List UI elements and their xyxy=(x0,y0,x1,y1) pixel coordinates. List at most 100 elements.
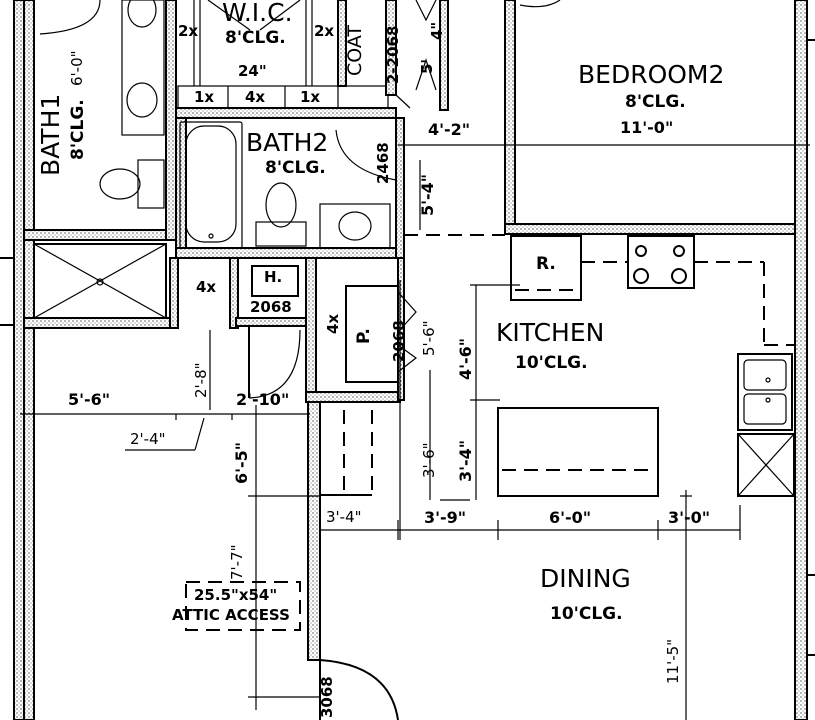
dimension-label: 11'-5" xyxy=(664,638,682,684)
dimension-bedroom2: 11'-0" xyxy=(620,118,674,137)
attic-label: ATTIC ACCESS xyxy=(172,606,290,624)
pantry-bottom-wall xyxy=(305,391,401,403)
door-label-coat: 2-2068 xyxy=(384,25,402,84)
dimension-bath1: 6'-0" xyxy=(68,50,86,86)
water-heater-label: H. xyxy=(264,268,283,286)
door-swing xyxy=(519,0,561,8)
dishwasher xyxy=(737,433,795,497)
room-label-bedroom2: BEDROOM2 xyxy=(578,60,725,89)
dimension-label: 5'-4" xyxy=(418,173,437,216)
refrigerator xyxy=(510,235,582,301)
dimension-label: 6'-0" xyxy=(549,508,592,527)
dimension-label: 5'-6" xyxy=(420,320,438,356)
door-swing xyxy=(335,129,397,181)
burner-icon xyxy=(635,245,647,257)
door-swing xyxy=(248,329,301,399)
shelf-label: 4x xyxy=(196,278,217,296)
dimension-label: 3'-0" xyxy=(668,508,711,527)
dimension-label: 2'-4" xyxy=(130,430,166,448)
shower-bottom-wall xyxy=(23,317,175,329)
attic-size: 25.5"x54" xyxy=(194,586,278,604)
hall-closet-wall xyxy=(235,317,307,327)
linen-wall xyxy=(229,257,239,329)
door-swing xyxy=(39,0,101,35)
pantry-left-wall xyxy=(305,257,317,399)
bifold-door xyxy=(415,0,437,22)
attic-access xyxy=(185,581,301,631)
toilet-tank xyxy=(255,221,307,247)
shelf-label: 1x xyxy=(300,88,321,106)
dimension-lines xyxy=(20,144,810,720)
bathtub-basin xyxy=(185,125,237,243)
dimension-label: 6'-5" xyxy=(232,441,251,484)
room-label-wic: W.I.C. xyxy=(222,0,293,27)
pantry-label: P. xyxy=(354,328,374,344)
shelf-label: 4x xyxy=(245,88,266,106)
dimension-label: 4'-2" xyxy=(428,120,471,139)
bath2-bottom-wall xyxy=(175,247,403,259)
door-dim: 5' xyxy=(418,58,436,74)
burner-icon xyxy=(671,268,687,284)
bath2-left-wall xyxy=(175,117,187,259)
ceiling-label-kitchen: 10'CLG. xyxy=(515,353,588,373)
bath2-right-wall xyxy=(395,117,405,259)
kitchen-island xyxy=(497,407,659,497)
dimension-label: 2'-10" xyxy=(236,390,290,409)
entry-door-swing xyxy=(319,659,399,720)
dimension-label: 4'-6" xyxy=(456,337,475,380)
bedroom2-bottom-wall xyxy=(504,223,796,235)
bath1-right-wall xyxy=(165,0,177,241)
sink-icon xyxy=(126,82,158,118)
ceiling-label-dining: 10'CLG. xyxy=(550,604,623,624)
bath1-vanity xyxy=(121,0,165,136)
room-label-kitchen: KITCHEN xyxy=(496,318,605,347)
water-heater xyxy=(251,265,299,297)
dimension-label: 3'-4" xyxy=(456,439,475,482)
sink-icon xyxy=(338,211,372,241)
dimension-label: 7'-7" xyxy=(228,544,246,580)
exterior-wall-right xyxy=(794,0,808,720)
pantry-shelf xyxy=(345,285,399,383)
dining-left-wall xyxy=(307,401,321,661)
exterior-wall-left xyxy=(13,0,25,720)
shelf-label: 4x xyxy=(324,313,342,334)
toilet-tank xyxy=(137,159,165,209)
shelf-label: 2x xyxy=(178,22,199,40)
burner-icon xyxy=(673,245,685,257)
dimension-label: 3'-6" xyxy=(420,442,438,478)
room-label-bath1: BATH1 xyxy=(36,93,65,176)
refrigerator-label: R. xyxy=(536,254,556,274)
bathtub xyxy=(179,121,243,249)
door-label-bath2: 2468 xyxy=(374,142,392,184)
linen-wall xyxy=(169,257,179,329)
dimension-label: 3'-9" xyxy=(424,508,467,527)
exterior-wall-left-inner xyxy=(23,0,35,720)
room-label-dining: DINING xyxy=(540,564,631,593)
toilet-icon xyxy=(265,182,297,228)
ceiling-label-bedroom2: 8'CLG. xyxy=(625,92,686,112)
bedroom2-left-wall xyxy=(504,0,516,235)
bifold-door xyxy=(397,344,418,373)
bifold-door xyxy=(415,58,437,91)
coat-wall xyxy=(337,0,347,87)
dimension-label: 2'-8" xyxy=(192,362,210,398)
door-label-entry: 3068 xyxy=(318,676,336,718)
bifold-door xyxy=(397,291,417,333)
dimension-label: 5'-6" xyxy=(68,390,111,409)
door-label-pantry: 2068 xyxy=(390,320,408,362)
coat-right-wall xyxy=(385,0,397,96)
burner-icon xyxy=(633,268,649,284)
shelf-width: 24" xyxy=(238,62,267,80)
shelf-label: 2x xyxy=(314,22,335,40)
ceiling-label-bath1: 8'CLG. xyxy=(68,99,88,160)
door-label-hall: 2068 xyxy=(250,298,292,316)
wic-bottom-wall xyxy=(175,107,397,119)
ceiling-label-wic: 8'CLG. xyxy=(225,28,286,48)
toilet-icon xyxy=(99,168,141,200)
dimension-label: 3'-4" xyxy=(326,508,362,526)
wic-shelves xyxy=(177,85,389,109)
room-label-bath2: BATH2 xyxy=(246,128,329,157)
bath2-vanity xyxy=(319,203,391,249)
